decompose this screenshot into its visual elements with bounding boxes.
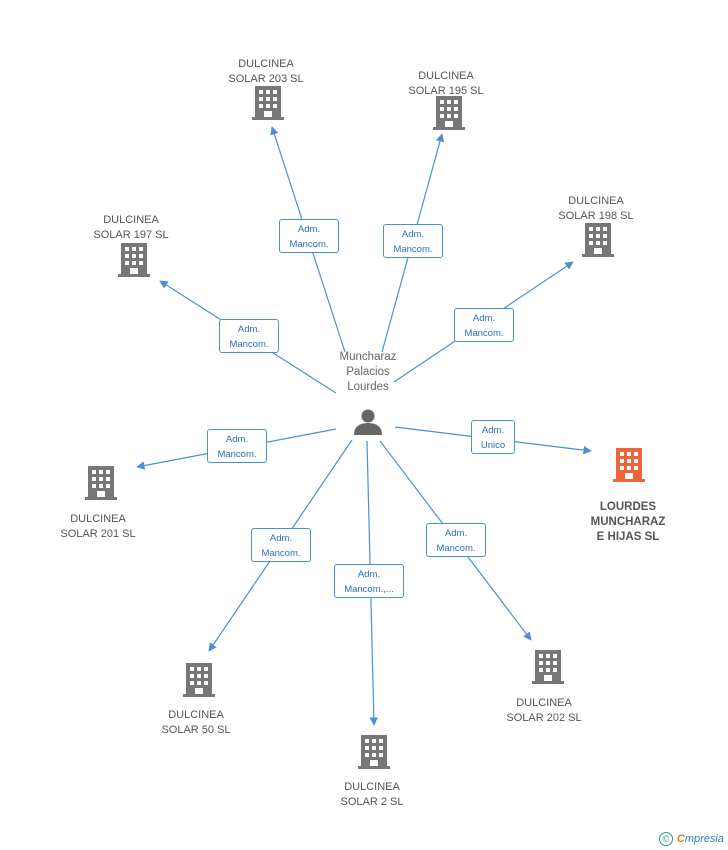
building-icon-clm[interactable] [613,448,645,482]
company-label-clm[interactable]: LOURDES MUNCHARAZ E HIJAS SL [590,501,666,543]
relation-label-c2[interactable]: Adm. Mancom.,... [334,564,404,598]
building-icon-c203[interactable] [252,86,284,120]
building-icon-c198[interactable] [582,223,614,257]
relation-label-c197[interactable]: Adm. Mancom. [219,319,279,353]
person-icon[interactable] [354,409,382,436]
relation-label-c202[interactable]: Adm. Mancom. [426,523,486,557]
company-label-c50[interactable]: DULCINEA SOLAR 50 SL [161,709,231,736]
person-label[interactable]: Muncharaz Palacios Lourdes [339,351,397,393]
brand-name: mpresia [684,832,724,845]
company-label-c195[interactable]: DULCINEA SOLAR 195 SL [408,70,484,97]
copyright-icon: © [658,832,673,846]
building-icon-c197[interactable] [118,243,150,277]
building-icon-c201[interactable] [85,466,117,500]
building-icon-c2[interactable] [358,735,390,769]
building-icon-c195[interactable] [433,96,465,130]
building-icon-c202[interactable] [532,650,564,684]
relation-label-clm[interactable]: Adm. Unico [471,420,515,454]
company-label-c202[interactable]: DULCINEA SOLAR 202 SL [506,697,582,724]
relation-label-c198[interactable]: Adm. Mancom. [454,308,514,342]
company-label-c198[interactable]: DULCINEA SOLAR 198 SL [558,195,634,222]
relation-label-c50[interactable]: Adm. Mancom. [251,528,311,562]
company-label-c201[interactable]: DULCINEA SOLAR 201 SL [60,513,136,540]
icons-layer [85,86,645,769]
company-label-c203[interactable]: DULCINEA SOLAR 203 SL [228,58,304,85]
company-label-c197[interactable]: DULCINEA SOLAR 197 SL [93,214,169,241]
footer-brand[interactable]: ©Cmpresia [658,832,724,846]
company-label-c2[interactable]: DULCINEA SOLAR 2 SL [340,781,404,808]
brand-initial: C [676,832,685,845]
relation-label-c201[interactable]: Adm. Mancom. [207,429,267,463]
relation-label-c195[interactable]: Adm. Mancom. [383,224,443,258]
relation-label-c203[interactable]: Adm. Mancom. [279,219,339,253]
building-icon-c50[interactable] [183,663,215,697]
